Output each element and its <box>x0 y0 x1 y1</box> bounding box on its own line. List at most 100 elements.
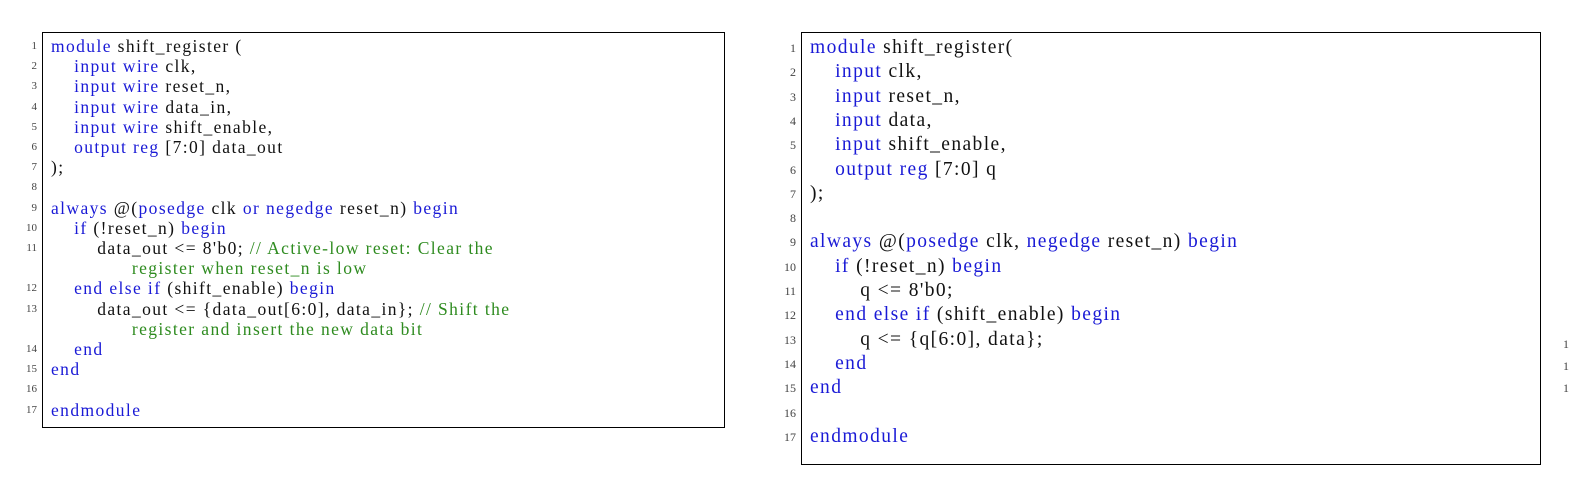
line-number: 6 <box>31 141 38 153</box>
code-token <box>51 76 74 96</box>
keyword-token: posedge <box>138 197 206 218</box>
code-text: always @(posedge clk or negedge reset_n)… <box>51 198 459 218</box>
keyword-token: output reg <box>835 158 929 180</box>
code-text: module shift_register( <box>810 36 1014 60</box>
code-text: q <= 8'b0; <box>810 279 954 303</box>
line-number: 7 <box>31 161 38 174</box>
keyword-token: end <box>51 359 81 380</box>
code-token <box>51 117 74 137</box>
line-number: 13 <box>26 302 37 315</box>
line-number: 17 <box>784 429 796 444</box>
code-token <box>810 256 835 277</box>
line-number: 3 <box>790 89 796 104</box>
line-number: 15 <box>26 363 37 376</box>
comment-token: // Active-low reset: Clear the <box>249 238 494 258</box>
code-token: [7:0] data_out <box>159 137 284 157</box>
code-token: (shift_enable) <box>930 304 1072 326</box>
code-text: input wire clk, <box>51 56 197 76</box>
code-token: [7:0] q <box>928 158 998 180</box>
code-token <box>51 339 74 359</box>
code-text: if (!reset_n) begin <box>51 218 227 238</box>
code-text: end <box>810 352 867 376</box>
code-token <box>51 56 74 76</box>
keyword-token: endmodule <box>810 425 910 447</box>
keyword-token: begin <box>289 278 336 299</box>
line-number: 12 <box>26 282 37 295</box>
code-token <box>51 97 74 117</box>
code-token: reset_n, <box>159 76 232 97</box>
code-token: (!reset_n) <box>849 255 953 277</box>
keyword-token: end <box>810 377 843 399</box>
line-number: 16 <box>26 383 37 396</box>
code-text: end <box>51 339 104 359</box>
code-text: always @(posedge clk, negedge reset_n) b… <box>810 230 1238 254</box>
line-number: 8 <box>790 211 796 226</box>
code-text: output reg [7:0] data_out <box>51 137 284 157</box>
code-token <box>810 353 835 374</box>
keyword-token: negedge <box>1026 231 1102 253</box>
edge-digit: 1 <box>1563 337 1569 351</box>
line-number: 8 <box>31 181 38 194</box>
keyword-token: input <box>835 134 883 156</box>
code-text: end <box>51 359 80 379</box>
keyword-token: always <box>51 197 108 218</box>
keyword-token: end <box>74 339 104 359</box>
keyword-token: output reg <box>74 137 160 157</box>
code-text: q <= {q[6:0], data}; <box>810 328 1044 352</box>
code-text: output reg [7:0] q <box>810 158 997 182</box>
keyword-token: if <box>74 217 88 238</box>
code-token: reset_n, <box>882 85 961 107</box>
code-token <box>51 218 74 238</box>
line-number: 5 <box>31 120 38 133</box>
comment-token: // Shift the <box>419 298 511 319</box>
code-token: (!reset_n) <box>87 217 182 238</box>
line-number: 13 <box>784 332 796 347</box>
code-text: end else if (shift_enable) begin <box>51 278 336 298</box>
code-token: shift_enable, <box>882 134 1007 156</box>
keyword-token: endmodule <box>51 399 142 420</box>
keyword-token: begin <box>1187 231 1239 253</box>
code-text: endmodule <box>810 425 909 449</box>
line-number: 5 <box>790 138 796 153</box>
code-text: ); <box>51 157 65 177</box>
keyword-token: input wire <box>74 76 160 97</box>
keyword-token: input wire <box>74 116 160 137</box>
code-token: data, <box>882 109 933 131</box>
code-token <box>51 278 74 298</box>
keyword-token: begin <box>952 255 1003 277</box>
keyword-token: negedge <box>266 197 335 218</box>
code-token: clk <box>205 197 243 218</box>
code-token: shift_enable, <box>159 116 274 137</box>
edge-digit: 1 <box>1563 359 1569 373</box>
code-token: ); <box>51 157 65 178</box>
code-text: input reset_n, <box>810 85 961 109</box>
code-token: clk, <box>882 61 923 83</box>
code-token: shift_register( <box>876 37 1014 58</box>
comment-token: register when reset_n is low <box>51 258 368 279</box>
code-token: data_in, <box>159 96 233 117</box>
keyword-token: if <box>835 255 850 277</box>
keyword-token: or <box>242 197 261 218</box>
code-token: data_out <= {data_out[6:0], data_in}; <box>51 298 420 319</box>
line-number: 7 <box>790 186 796 201</box>
keyword-token: module <box>810 37 877 58</box>
code-text: input clk, <box>810 60 923 84</box>
line-number: 16 <box>784 405 796 420</box>
line-number: 6 <box>790 162 796 177</box>
line-number: 12 <box>784 308 796 323</box>
code-token: q <= {q[6:0], data}; <box>810 328 1044 350</box>
code-token: @( <box>872 231 907 253</box>
code-token: (shift_enable) <box>161 278 290 299</box>
keyword-token: end else if <box>74 278 162 299</box>
code-text: end <box>810 376 842 400</box>
code-text: data_out <= {data_out[6:0], data_in}; //… <box>51 299 510 319</box>
keyword-token: input wire <box>74 96 160 117</box>
keyword-token: always <box>810 231 873 253</box>
code-text: input wire shift_enable, <box>51 117 273 137</box>
code-token <box>810 304 835 325</box>
code-text: input shift_enable, <box>810 133 1007 157</box>
line-number: 4 <box>31 100 38 113</box>
comment-token: register and insert the new data bit <box>51 318 424 339</box>
line-number: 14 <box>26 343 37 355</box>
